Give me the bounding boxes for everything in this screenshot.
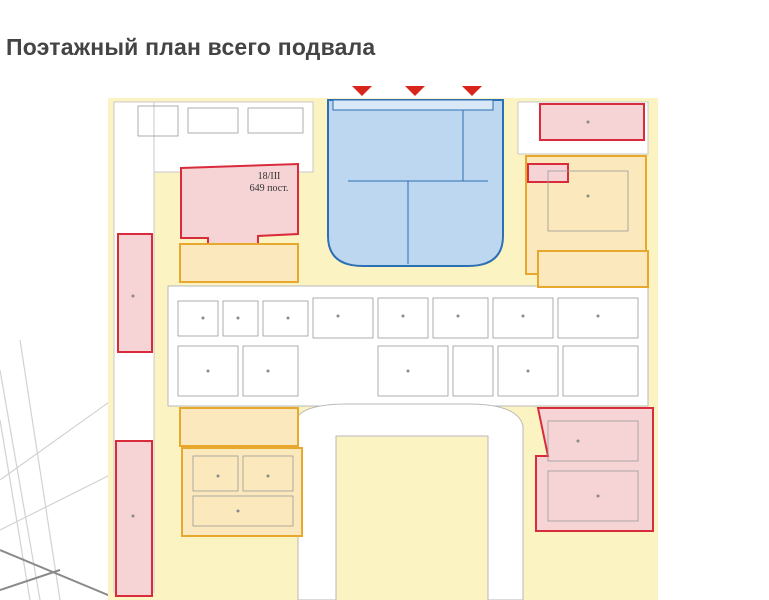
- red-zone-left-lower: [115, 440, 153, 597]
- blue-zone: [327, 99, 504, 267]
- red-zone-top-right: [539, 103, 645, 141]
- arrow-down-icon: [405, 86, 425, 96]
- arrow-down-icon: [462, 86, 482, 96]
- red-zone-bottom-right: [535, 407, 654, 532]
- block-center-bottom: [297, 403, 524, 600]
- orange-zone-right-mid: [537, 250, 649, 288]
- entrance-arrows: [352, 86, 482, 96]
- block-top-left: [127, 101, 314, 173]
- decorative-lines: [0, 340, 140, 600]
- red-zone-left-upper: [117, 233, 153, 353]
- arrow-down-icon: [352, 86, 372, 96]
- room-label: 18/III 649 пост.: [248, 171, 290, 195]
- orange-zone-left-bottom-top: [179, 407, 299, 447]
- room-places: 649 пост.: [249, 183, 289, 194]
- orange-zone-left-mid: [179, 243, 299, 283]
- room-id: 18/III: [257, 171, 281, 182]
- orange-zone-left-bottom: [181, 447, 303, 537]
- floor-plan: [108, 86, 658, 600]
- page-title: Поэтажный план всего подвала: [6, 34, 376, 60]
